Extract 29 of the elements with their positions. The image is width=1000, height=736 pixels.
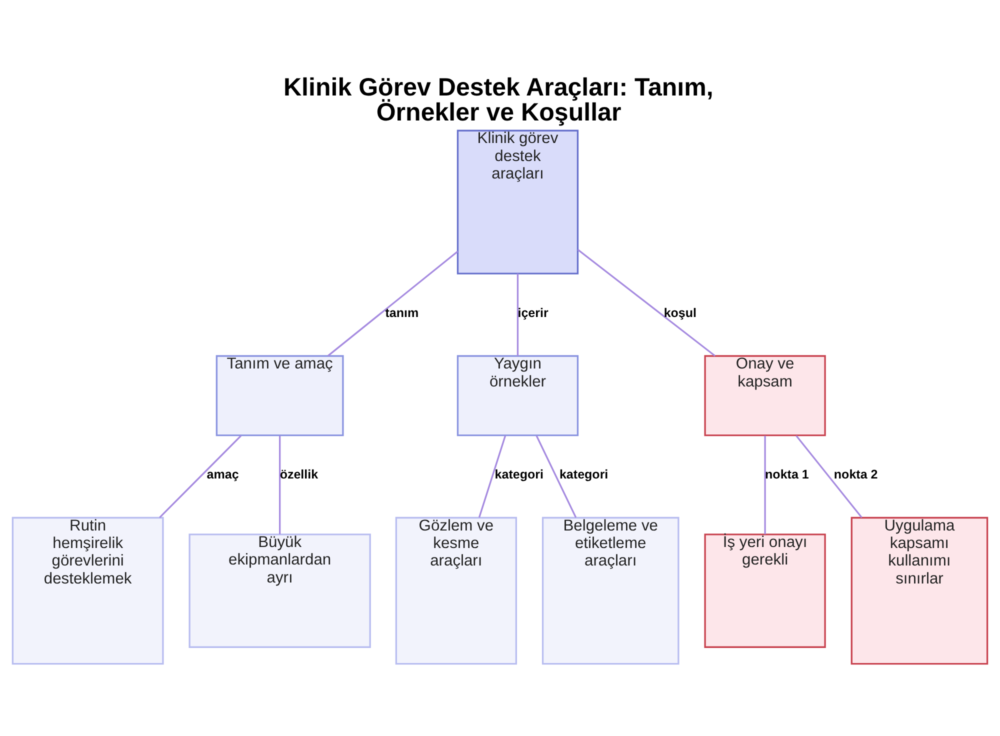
node-box: Onay ve kapsam	[704, 355, 826, 436]
connector	[516, 274, 519, 356]
node-box: Tanım ve amaç	[216, 355, 344, 436]
connector	[764, 436, 766, 534]
edge-label: içerir	[518, 306, 548, 320]
connector	[796, 435, 862, 518]
connector	[577, 249, 716, 357]
edge-label: tanım	[385, 306, 419, 320]
connector	[159, 435, 242, 518]
connector	[478, 436, 506, 518]
edge-label: kategori	[559, 468, 608, 482]
edge-label: nokta 1	[765, 468, 809, 482]
node-box: Rutin hemşirelik görevlerini desteklemek	[12, 516, 164, 665]
node-box: Klinik görev destek araçları	[456, 130, 579, 274]
edge-label: koşul	[664, 306, 697, 320]
diagram-title: Klinik Görev Destek Araçları: Tanım, Örnekler ve Koşullar	[283, 73, 714, 126]
node-box: Belgeleme ve etiketleme araçları	[542, 516, 680, 665]
connector	[279, 436, 281, 534]
node-box: Yaygın örnekler	[456, 355, 579, 436]
connector	[327, 250, 458, 357]
node-box: İş yeri onayı gerekli	[704, 534, 826, 648]
node-box: Büyük ekipmanlardan ayrı	[188, 534, 371, 648]
node-box: Uygulama kapsamı kullanımı sınırlar	[850, 516, 988, 665]
edge-label: özellik	[280, 468, 318, 482]
connector	[536, 435, 577, 518]
edge-label: nokta 2	[834, 468, 878, 482]
edge-label: amaç	[206, 468, 239, 482]
edge-label: kategori	[494, 468, 544, 482]
node-box: Gözlem ve kesme araçları	[395, 516, 517, 665]
